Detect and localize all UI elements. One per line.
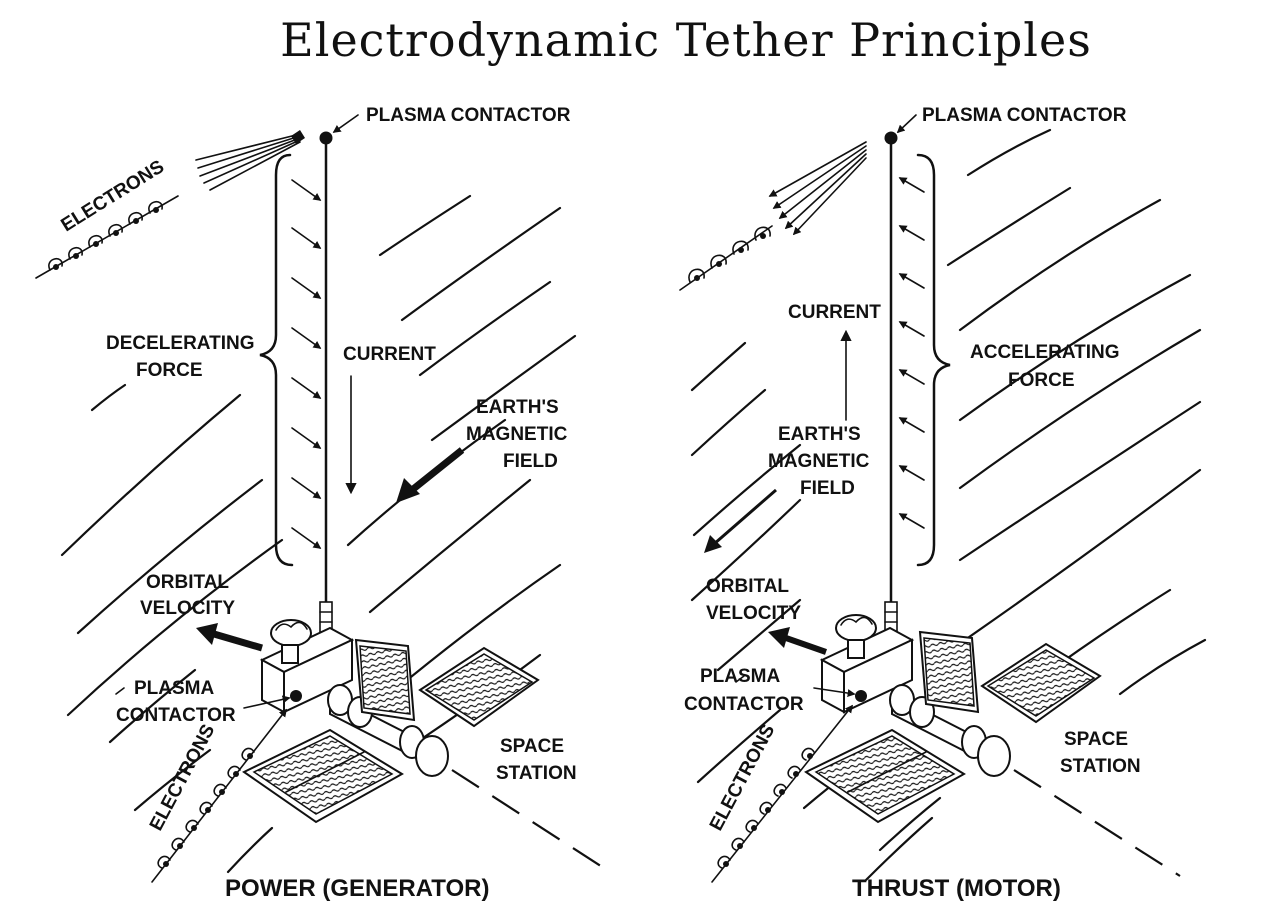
current-label: CURRENT (343, 344, 436, 365)
plasma-contactor-bottom-node (290, 690, 302, 702)
plasma-contactor-bottom-label-line2: CONTACTOR (116, 705, 236, 726)
accelerating-force-arrows (898, 177, 925, 529)
plasma-contactor-bottom-node-right (855, 690, 867, 702)
plasma-contactor-top-label: PLASMA CONTACTOR (366, 105, 571, 126)
force-brace (259, 153, 294, 567)
space-station-label-line1: SPACE (500, 736, 564, 757)
magnetic-field-label-right-line1: EARTH'S (778, 424, 861, 445)
plasma-contactor-pointer (332, 114, 359, 133)
plasma-contactor-top-label-right: PLASMA CONTACTOR (922, 105, 1127, 126)
motor-caption: THRUST (MOTOR) (852, 875, 1061, 902)
orbital-velocity-label-line2: VELOCITY (140, 598, 235, 619)
electrons-bottom-label-right: ELECTRONS (706, 721, 780, 834)
electron-spray-right (768, 141, 867, 236)
decelerating-force-label-line2: FORCE (136, 360, 203, 381)
motor-panel: PLASMA CONTACTOR ACCELERATING FORCE (679, 105, 1207, 902)
force-brace-right (916, 153, 951, 567)
orbital-velocity-label-right-line2: VELOCITY (706, 603, 801, 624)
space-station-label-line2: STATION (496, 763, 577, 784)
magnetic-field-label-line3: FIELD (503, 451, 558, 472)
electron-spray (195, 130, 305, 191)
diagram-title: Electrodynamic Tether Principles (280, 13, 1092, 67)
orbital-velocity-arrow-right (768, 627, 827, 655)
plasma-contactor-bottom-pointer (243, 695, 291, 709)
orbital-velocity-label-line1: ORBITAL (146, 572, 229, 593)
magnetic-field-label-right-line2: MAGNETIC (768, 451, 870, 472)
plasma-contactor-top-node-right (884, 131, 898, 145)
magnetic-field-arrow (396, 447, 465, 503)
space-station-label-right-line1: SPACE (1064, 729, 1128, 750)
generator-panel: PLASMA CONTACTOR DECELERATING FORCE (35, 105, 611, 902)
electrons-top-label: ELECTRONS (58, 156, 169, 236)
plasma-contactor-top-node (319, 131, 333, 145)
decelerating-force-label-line1: DECELERATING (106, 333, 254, 354)
space-station (242, 619, 611, 873)
magnetic-field-label-line2: MAGNETIC (466, 424, 568, 445)
plasma-contactor-pointer-right (896, 114, 917, 134)
space-station-right (804, 614, 1181, 877)
plasma-contactor-bottom-label-right-line1: PLASMA (700, 666, 781, 687)
plasma-contactor-bottom-pointer-right (813, 687, 856, 698)
electron-stream-top-right (679, 225, 773, 291)
orbital-velocity-label-right-line1: ORBITAL (706, 576, 789, 597)
orbital-velocity-arrow (196, 623, 263, 652)
accelerating-force-label-line1: ACCELERATING (970, 342, 1120, 363)
plasma-contactor-bottom-label-line1: PLASMA (134, 678, 215, 699)
magnetic-field-label-line1: EARTH'S (476, 397, 559, 418)
generator-caption: POWER (GENERATOR) (225, 875, 489, 902)
electron-stream-bottom-right (711, 704, 853, 883)
current-label-right: CURRENT (788, 302, 881, 323)
electron-stream-bottom (151, 708, 287, 883)
electrons-bottom-label: ELECTRONS (146, 721, 220, 834)
plasma-contactor-bottom-label-right-line2: CONTACTOR (684, 694, 804, 715)
decelerating-force-arrows (291, 179, 322, 549)
accelerating-force-label-line2: FORCE (1008, 370, 1075, 391)
magnetic-field-arrow-right (704, 488, 777, 553)
space-station-label-right-line2: STATION (1060, 756, 1141, 777)
magnetic-field-label-right-line3: FIELD (800, 478, 855, 499)
electron-stream-top (35, 195, 179, 279)
